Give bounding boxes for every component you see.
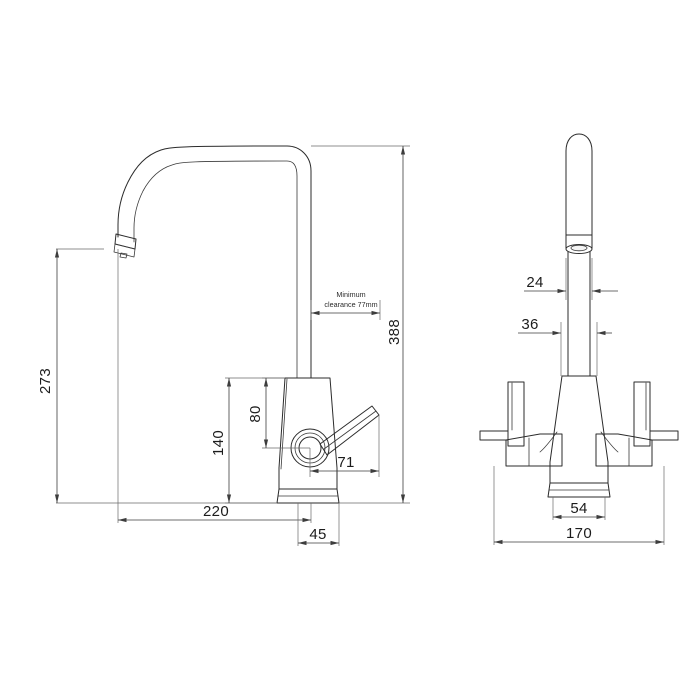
clearance-note-line2: clearance 77mm: [324, 300, 377, 309]
front-right-lever: [633, 381, 651, 447]
dim-140-label: 140: [210, 430, 227, 456]
spout-outer-outline: [117, 145, 312, 379]
dim-71-label: 71: [337, 454, 354, 471]
side-view-dimensions: 388 273 140 80 71 Minimum clearance 77mm…: [37, 145, 410, 546]
front-left-lever: [507, 381, 525, 447]
front-left-handle-hub: [505, 433, 563, 467]
lever-arm-seam: [323, 410, 377, 450]
dim-170-label: 170: [566, 525, 592, 542]
spout-inner-outline: [133, 160, 298, 379]
dim-45-label: 45: [309, 526, 326, 543]
dim-36-label: 36: [521, 316, 538, 333]
dim-220-label: 220: [203, 503, 229, 520]
front-view: [479, 133, 679, 498]
body-inner-taper: [280, 378, 288, 470]
spout-outlet-seam: [113, 243, 136, 258]
front-spout-outline: [565, 133, 593, 249]
spout-aerator-nub: [119, 252, 128, 259]
dim-24-label: 24: [526, 274, 543, 291]
front-view-dimensions: 24 36 54 170: [493, 258, 665, 545]
front-right-lever-tip: [649, 430, 679, 441]
dim-80-label: 80: [247, 405, 264, 422]
front-right-handle-hub: [595, 433, 653, 467]
dim-54-label: 54: [570, 500, 587, 517]
front-aerator-inner: [570, 244, 588, 252]
front-left-lever-tip: [479, 430, 509, 441]
front-body-base: [547, 482, 611, 498]
clearance-note-line1: Minimum: [336, 290, 365, 299]
dim-273-label: 273: [37, 368, 54, 394]
front-shank-outline: [567, 251, 591, 377]
dim-388-label: 388: [386, 319, 403, 345]
